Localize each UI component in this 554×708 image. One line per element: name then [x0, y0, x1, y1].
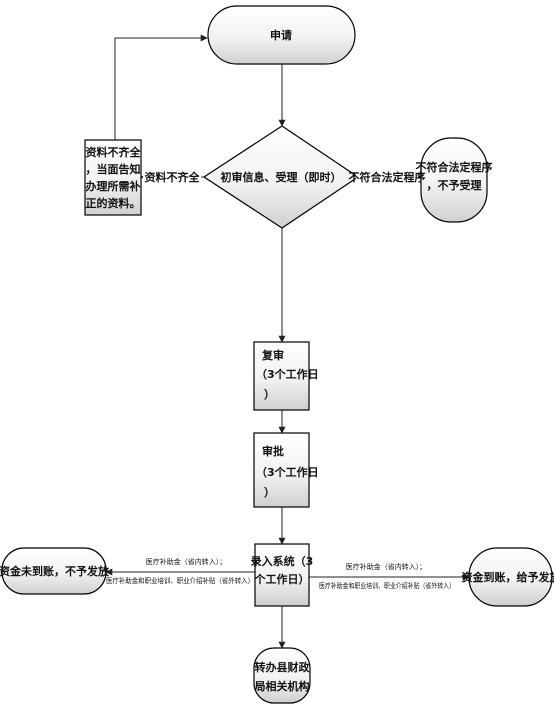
node-approval-line1: 审批 — [262, 444, 284, 458]
node-re-review-line3: ） — [264, 388, 275, 401]
node-incomplete-result-line1: 资料不齐全 — [86, 145, 142, 159]
node-transfer-line1: 转办县财政 — [255, 660, 311, 674]
node-apply-label: 申请 — [270, 28, 292, 42]
edge-right-note-line2: 医疗补助金和职业培训、职业介绍补贴（省外转入） — [319, 581, 455, 590]
node-not-accepted-line2: ，不予受理 — [427, 178, 482, 192]
node-initial-review — [202, 125, 360, 229]
node-funds-arrived-label: 资金到账，给予发放 — [462, 570, 554, 584]
edge-left-note-line1: 医疗补助金（省内转入）； — [146, 557, 227, 566]
node-entry-line2: 个工作日） — [254, 572, 310, 586]
node-incomplete-result-line4: 正的资料。 — [86, 196, 141, 210]
node-incomplete-result-line3: 办理所需补 — [86, 179, 141, 193]
node-funds-not-arrived — [1, 547, 107, 595]
node-not-accepted-line1: 不符合法定程序 — [416, 160, 493, 174]
edge-incomplete-label-bg — [143, 169, 201, 185]
node-approval-line2: （3个工作日 — [256, 465, 319, 479]
node-re-review-line1: 复审 — [261, 348, 284, 362]
node-approval-line3: ） — [264, 486, 275, 499]
node-apply — [207, 5, 356, 65]
node-entry — [254, 543, 310, 607]
edge-not-legal-label-bg — [356, 169, 418, 185]
edge-right-note-line1: 医疗补助金（省内转入）； — [346, 562, 427, 571]
edge-not-legal-label: 不符合法定程序 — [349, 170, 426, 184]
node-transfer — [253, 647, 311, 704]
node-funds-not-arrived-label: 资金未到账，不予发放 — [0, 564, 110, 578]
node-incomplete-result-line2: ，当面告知 — [86, 162, 141, 176]
node-re-review — [253, 341, 310, 411]
node-approval — [253, 432, 310, 508]
node-re-review-line2: （3个工作日 — [256, 367, 319, 381]
node-incomplete-result — [84, 139, 142, 216]
node-not-accepted — [420, 137, 488, 223]
node-entry-line1: 录入系统（3 — [251, 554, 314, 568]
edge-left-note-line2: 医疗补助金和职业培训、职业介绍补贴（省外转入） — [106, 576, 254, 585]
node-funds-arrived — [468, 547, 553, 607]
node-initial-review-label: 初审信息、受理（即时） — [221, 170, 342, 184]
edge-incomplete-label: 资料不齐全 — [145, 170, 201, 184]
node-transfer-line2: 局相关机构 — [254, 679, 310, 693]
edge-resubmit — [114, 34, 208, 140]
